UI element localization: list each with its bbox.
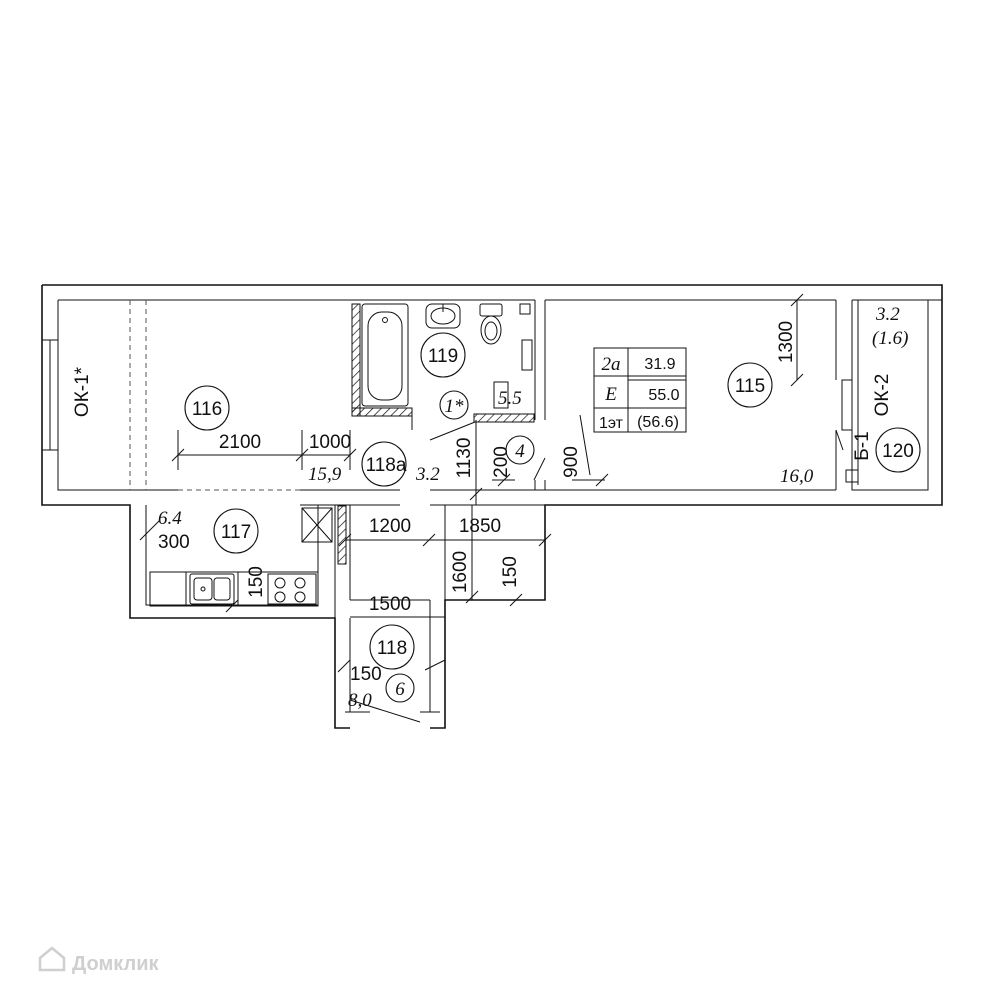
info-total-with-balcony: (56.6): [637, 414, 679, 431]
dim-1200: 1200: [369, 516, 411, 537]
stove-icon: [267, 573, 317, 605]
dim-900: 900: [561, 446, 582, 478]
area-15-9: 15,9: [308, 464, 342, 485]
balcony-area-reduced: (1.6): [872, 328, 908, 349]
window-ok1-label: ОК-1*: [72, 366, 93, 417]
watermark-text: Домклик: [72, 953, 159, 975]
house-icon: [38, 946, 66, 972]
dim-300: 300: [158, 532, 190, 553]
info-living-area: 31.9: [644, 356, 675, 373]
apartment-info-box: [593, 347, 687, 433]
dim-1000: 1000: [309, 432, 351, 453]
mark-1-star: 1*: [445, 396, 465, 417]
window-ok2-label: ОК-2: [872, 374, 893, 417]
info-floor: 1эт: [599, 415, 624, 432]
mark-4: 4: [515, 441, 525, 462]
bathtub-icon: [361, 303, 409, 407]
room-120-label: 120: [882, 441, 914, 462]
balcony-area: 3.2: [875, 304, 900, 325]
dim-1850: 1850: [459, 516, 501, 537]
room-117-label: 117: [221, 522, 251, 543]
outer-walls: [41, 284, 943, 729]
watermark: Домклик: [38, 946, 159, 975]
dim-150-hall: 150: [350, 664, 382, 685]
room-118a-label: 118а: [366, 455, 407, 476]
sink-icon: [425, 303, 461, 329]
room-markers: [184, 332, 921, 703]
dim-1130: 1130: [454, 438, 475, 479]
dim-1600: 1600: [450, 551, 471, 593]
sink-icon: [189, 573, 235, 605]
area-16-0: 16,0: [780, 466, 814, 487]
dim-200: 200: [491, 446, 512, 478]
area-3-2: 3.2: [415, 464, 440, 485]
room-118-label: 118: [377, 638, 407, 659]
zone-separators: [129, 300, 300, 491]
dimension-lines: [139, 293, 804, 673]
dim-2100: 2100: [219, 432, 261, 453]
toilet-icon: [479, 303, 503, 345]
area-6-4: 6.4: [158, 508, 182, 529]
washer-icon: [493, 303, 533, 409]
info-total-area: 55.0: [648, 387, 679, 404]
mark-6: 6: [395, 679, 405, 700]
room-115-label: 115: [735, 376, 765, 397]
dim-1500: 1500: [369, 594, 411, 615]
bathroom-walls: [337, 303, 535, 565]
info-section: Е: [604, 384, 617, 405]
area-8-0: 8,0: [348, 690, 372, 711]
dim-1300: 1300: [776, 321, 797, 363]
door-swings: [349, 414, 859, 723]
dim-150-kitchen: 150: [246, 566, 267, 598]
room-119-label: 119: [428, 346, 458, 367]
info-type: 2а: [602, 354, 621, 375]
balcony-door-b1-label: Б-1: [852, 431, 873, 460]
dim-150-corridor: 150: [500, 556, 521, 588]
area-5-5: 5.5: [498, 388, 522, 409]
room-116-label: 116: [192, 399, 222, 420]
